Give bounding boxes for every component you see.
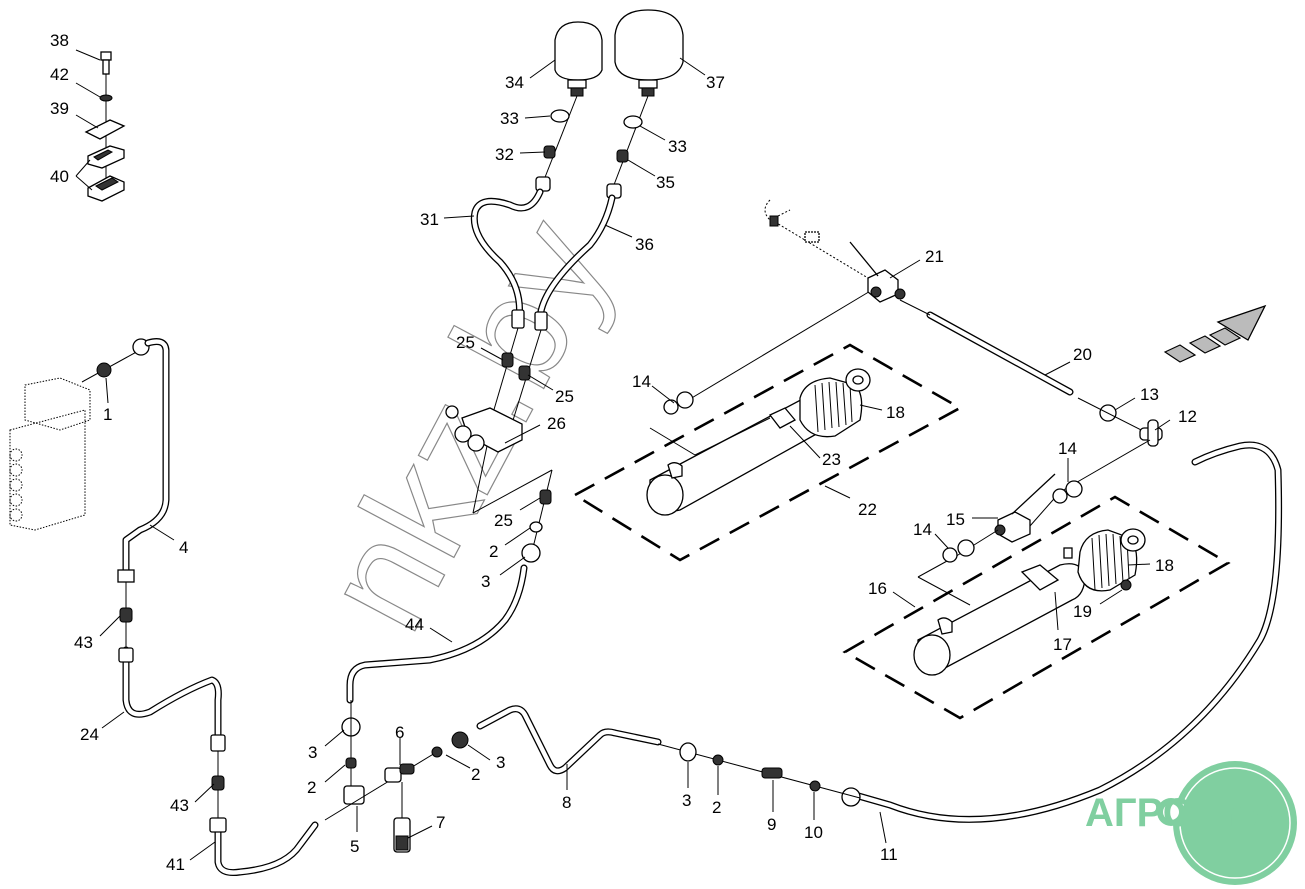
callout-label: 25: [555, 387, 574, 406]
callout-label: 3: [496, 753, 505, 772]
callout-label: 24: [80, 725, 99, 744]
callout-label: 25: [456, 333, 475, 352]
callout-label: 37: [706, 73, 725, 92]
callout-label: 14: [913, 520, 932, 539]
callout-label: 12: [1178, 407, 1197, 426]
callout-label: 5: [350, 837, 359, 856]
cylinder-group-22: [572, 289, 963, 562]
callout-label: 3: [481, 572, 490, 591]
accumulator-37: [611, 9, 684, 191]
cylinder-group-16: [842, 495, 1231, 720]
callout-label: 19: [1073, 602, 1092, 621]
callout-label: 10: [804, 823, 823, 842]
hose-24: [118, 646, 226, 820]
callout-label: 11: [880, 845, 898, 864]
callout-label: 21: [925, 247, 944, 266]
callout-label: 39: [50, 99, 69, 118]
callout-label: 35: [656, 173, 675, 192]
control-valve-bank: [9, 338, 150, 531]
ball-valve-21: [764, 199, 906, 303]
callout-label: 43: [170, 796, 189, 815]
callout-label: 38: [50, 31, 69, 50]
callout-label: 2: [712, 798, 721, 817]
callout-label: 22: [858, 500, 877, 519]
valve-block-26: [445, 405, 553, 563]
callout-label: 3: [682, 791, 691, 810]
callout-label: 36: [635, 235, 654, 254]
callout-label: 43: [74, 633, 93, 652]
callout-label: 33: [668, 137, 687, 156]
callout-label: 6: [395, 723, 404, 742]
ball-valve-15: [942, 473, 1083, 563]
callout-label: 40: [50, 167, 69, 186]
pipe-44: [346, 564, 528, 704]
callout-label: 3: [308, 743, 317, 762]
hose-ends: [487, 309, 548, 431]
callout-label: 9: [767, 815, 776, 834]
callout-label: 8: [562, 793, 571, 812]
callout-label: 23: [822, 450, 841, 469]
callout-label: 25: [494, 511, 513, 530]
hose-36: [536, 194, 616, 324]
callout-label: 14: [1058, 439, 1077, 458]
pipe-41: [209, 817, 319, 876]
pipe-8: [476, 705, 861, 799]
logo-text: АГРОНКА: [1085, 791, 1276, 835]
hose-11: [841, 441, 1283, 823]
callout-label: 16: [868, 579, 887, 598]
agronka-logo: АГРОНКА: [1085, 761, 1297, 885]
callout-label: 31: [420, 210, 439, 229]
leader-lines: [75, 49, 1171, 861]
callout-label: 2: [307, 778, 316, 797]
lower-fitting-chain: [324, 700, 469, 853]
callout-label: 13: [1140, 385, 1159, 404]
callout-label: 44: [405, 615, 424, 634]
callout-label: 14: [632, 372, 651, 391]
callout-label: 42: [50, 65, 69, 84]
hose-20: [899, 299, 1146, 433]
callout-label: 4: [179, 538, 188, 557]
callout-label: 33: [500, 109, 519, 128]
callout-label: 7: [436, 813, 445, 832]
accumulator-fittings: [535, 109, 643, 199]
callout-label: 2: [471, 765, 480, 784]
clamp-assembly: [84, 51, 126, 202]
direction-arrow-icon: [1163, 304, 1267, 363]
callout-label: 18: [886, 403, 905, 422]
callout-label: 26: [547, 414, 566, 433]
callout-label: 18: [1155, 556, 1174, 575]
callout-label: 41: [166, 855, 185, 874]
callout-label: 17: [1053, 635, 1072, 654]
accumulator-34: [539, 21, 603, 191]
callout-label: 34: [505, 73, 524, 92]
callout-label: 2: [489, 542, 498, 561]
callout-label: 1: [103, 405, 112, 424]
hose-31: [470, 188, 544, 329]
callout-label: 15: [946, 510, 965, 529]
callout-label: 20: [1073, 345, 1092, 364]
callout-label: 32: [495, 145, 514, 164]
pipe-4: [117, 338, 170, 650]
